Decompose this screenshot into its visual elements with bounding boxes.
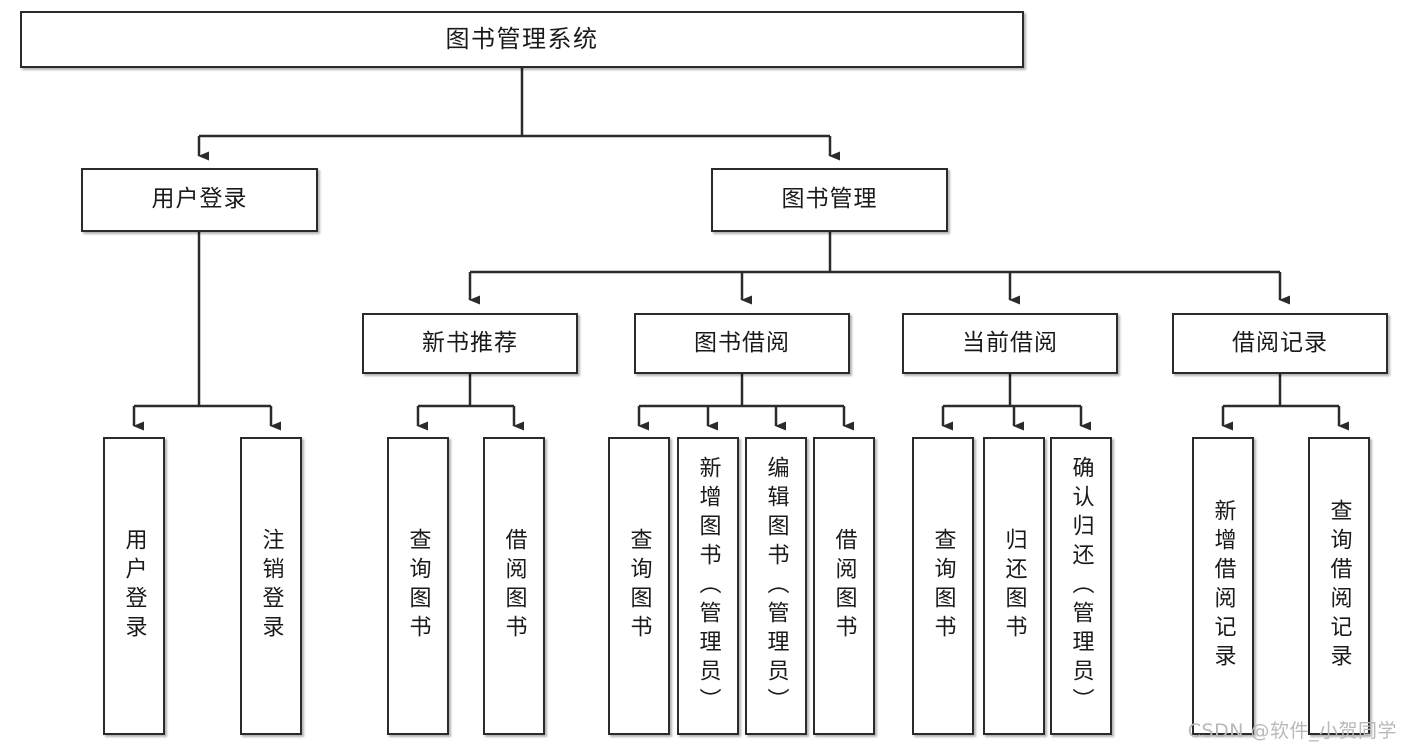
node-book-borrow-label: 图书借阅 — [694, 329, 790, 356]
node-leaf-edit-book-label: 编辑图书（管理员） — [763, 455, 789, 717]
edges-newbook-to-leaves — [416, 374, 524, 431]
node-leaf-confirm-return-label: 确认归还（管理员） — [1068, 455, 1094, 717]
node-new-book-recommend[interactable]: 新书推荐 — [362, 313, 578, 374]
node-leaf-return-book-label: 归还图书 — [1001, 528, 1027, 644]
node-root[interactable]: 图书管理系统 — [20, 11, 1024, 68]
node-leaf-return-book[interactable]: 归还图书 — [983, 437, 1045, 735]
node-book-manage[interactable]: 图书管理 — [711, 168, 948, 232]
node-leaf-borrow-book-1[interactable]: 借阅图书 — [483, 437, 545, 735]
watermark-text: CSDN @软件_小贺同学 — [1187, 720, 1397, 742]
node-leaf-borrow-book-1-label: 借阅图书 — [501, 528, 527, 644]
node-current-borrow[interactable]: 当前借阅 — [902, 313, 1118, 374]
node-user-login-label: 用户登录 — [151, 186, 248, 213]
node-current-borrow-label: 当前借阅 — [962, 329, 1058, 356]
edges-borrowrecord-to-leaves — [1221, 374, 1349, 431]
node-leaf-query-book-2[interactable]: 查询图书 — [608, 437, 670, 735]
edges-currentborrow-to-leaves — [941, 374, 1091, 431]
node-root-label: 图书管理系统 — [445, 25, 599, 54]
node-leaf-query-book-3[interactable]: 查询图书 — [912, 437, 974, 735]
node-book-manage-label: 图书管理 — [781, 186, 878, 213]
node-leaf-add-borrow-record[interactable]: 新增借阅记录 — [1192, 437, 1254, 735]
node-leaf-user-logout-label: 注销登录 — [258, 528, 284, 644]
node-book-borrow[interactable]: 图书借阅 — [634, 313, 850, 374]
node-leaf-user-logout[interactable]: 注销登录 — [240, 437, 302, 735]
node-leaf-user-login[interactable]: 用户登录 — [103, 437, 165, 735]
node-leaf-query-book-2-label: 查询图书 — [626, 528, 652, 644]
node-leaf-edit-book[interactable]: 编辑图书（管理员） — [745, 437, 807, 735]
node-leaf-confirm-return[interactable]: 确认归还（管理员） — [1050, 437, 1112, 735]
node-leaf-borrow-book-2[interactable]: 借阅图书 — [813, 437, 875, 735]
node-borrow-record[interactable]: 借阅记录 — [1172, 313, 1388, 374]
node-leaf-query-book-1-label: 查询图书 — [405, 528, 431, 644]
node-leaf-add-book-label: 新增图书（管理员） — [695, 455, 721, 717]
edges-bookborrow-to-leaves — [637, 374, 854, 431]
node-leaf-query-borrow-record-label: 查询借阅记录 — [1326, 499, 1352, 673]
node-leaf-query-book-1[interactable]: 查询图书 — [387, 437, 449, 735]
node-new-book-recommend-label: 新书推荐 — [422, 329, 518, 356]
edges-booksmanage-to-level3 — [468, 232, 1290, 305]
edges-userlogin-to-leaves — [132, 232, 281, 431]
node-user-login[interactable]: 用户登录 — [81, 168, 318, 232]
node-borrow-record-label: 借阅记录 — [1232, 329, 1328, 356]
node-leaf-query-borrow-record[interactable]: 查询借阅记录 — [1308, 437, 1370, 735]
node-leaf-add-borrow-record-label: 新增借阅记录 — [1210, 499, 1236, 673]
edges-root-to-level2 — [197, 68, 840, 161]
node-leaf-user-login-label: 用户登录 — [121, 528, 147, 644]
node-leaf-query-book-3-label: 查询图书 — [930, 528, 956, 644]
node-leaf-borrow-book-2-label: 借阅图书 — [831, 528, 857, 644]
node-leaf-add-book[interactable]: 新增图书（管理员） — [677, 437, 739, 735]
